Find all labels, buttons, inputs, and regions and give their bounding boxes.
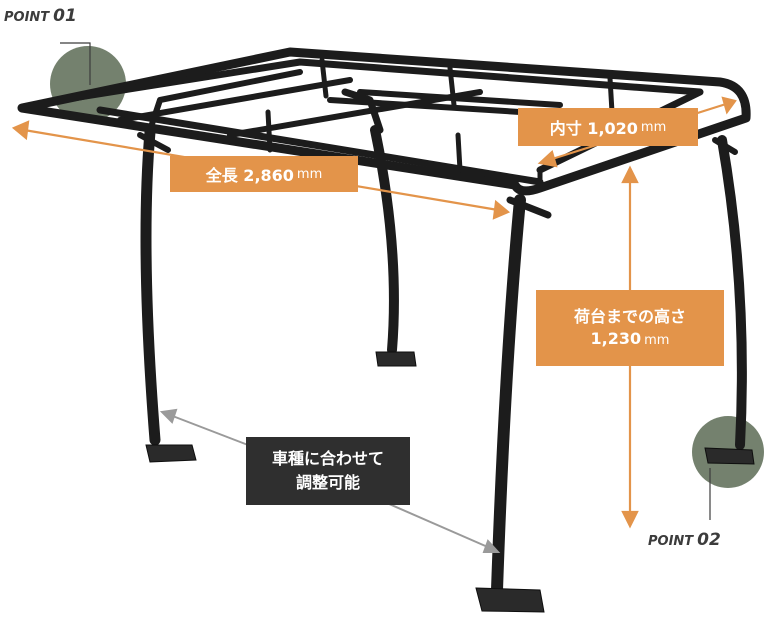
length-label: 全長 2,860 mm [170, 156, 358, 192]
rack-frame [17, 47, 751, 596]
point-01-word: POINT [4, 10, 50, 25]
width-label-unit: mm [640, 119, 667, 135]
length-label-text: 全長 2,860 [205, 166, 294, 185]
width-label-text: 内寸 1,020 [549, 119, 638, 138]
point-01-leader [60, 42, 91, 85]
adjust-note-line1: 車種に合わせて [271, 449, 384, 468]
adjust-arrows [159, 408, 501, 553]
height-label-unit: mm [644, 333, 670, 348]
point-02-number: 02 [697, 530, 721, 550]
point-01-highlight [50, 46, 126, 122]
point-01-number: 01 [53, 6, 77, 26]
adjust-note-line2: 調整可能 [295, 473, 360, 492]
height-label-value: 1,230 [590, 329, 642, 348]
length-label-unit: mm [296, 166, 323, 182]
adjust-note: 車種に合わせて 調整可能 [246, 437, 410, 505]
width-label: 内寸 1,020 mm [518, 108, 698, 146]
point-02-word: POINT [648, 534, 694, 549]
base-plates [145, 351, 755, 613]
height-label-line1: 荷台までの高さ [573, 306, 686, 326]
